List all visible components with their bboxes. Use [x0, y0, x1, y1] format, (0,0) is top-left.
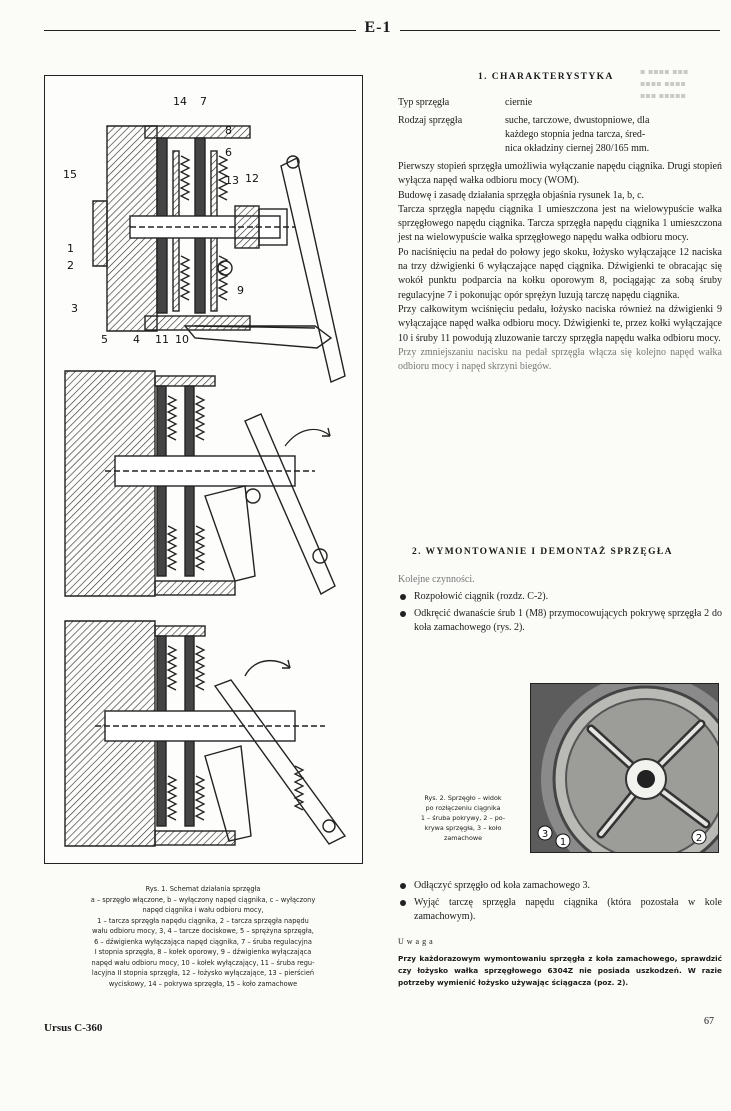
section-code: E-1	[364, 19, 392, 36]
spec-value-type: ciernie	[505, 97, 533, 108]
fig-label-9: 9	[237, 284, 244, 297]
section-1-body: Pierwszy stopień sprzęgła umożliwia wyłą…	[398, 160, 722, 374]
figure-1-caption: Rys. 1. Schemat działania sprzęgła a – s…	[44, 884, 362, 989]
photo-label-2: 2	[696, 833, 702, 844]
fig-label-10: 10	[175, 333, 189, 346]
caption-line: I stopnia sprzęgła, 8 – kołek oporowy, 9…	[94, 948, 312, 956]
bullet-icon	[400, 594, 406, 600]
fig-label-3: 3	[71, 302, 78, 315]
footer-title: Ursus C-360	[44, 1022, 103, 1034]
bullet-icon	[400, 611, 406, 617]
fig-label-1: 1	[67, 242, 74, 255]
caption-line: wyciskowy, 14 – pokrywa sprzęgła, 15 – k…	[108, 979, 298, 988]
fig-label-13: 13	[225, 174, 239, 187]
fig-label-8: 8	[225, 124, 232, 137]
paragraph: Pierwszy stopień sprzęgła umożliwia wyłą…	[398, 161, 722, 187]
drawing-b	[64, 370, 336, 597]
step-text: Rozpołowić ciągnik (rozdz. C-2).	[414, 591, 549, 602]
header-rule-left	[44, 30, 356, 31]
photo-label-1: 1	[560, 837, 566, 848]
paragraph: Budowę i zasadę działania sprzęgła objaś…	[398, 189, 645, 201]
paragraph: Przy całkowitym wciśnięciu pedału, łożys…	[398, 303, 722, 344]
spec-key-kind: Rodzaj sprzęgła	[398, 115, 463, 126]
figure-1-clutch-schematic: 14 7 8 6 15 13 12 1 2 3 5 4 11 10 9	[44, 75, 363, 864]
fig-label-12: 12	[245, 172, 259, 185]
photo-label-3: 3	[542, 829, 548, 840]
caption-line: po rozłączeniu ciągnika	[425, 804, 501, 812]
note-text: Przy każdorazowym wymontowaniu sprzęgła …	[398, 954, 722, 987]
fig-label-2: 2	[67, 259, 74, 272]
bullet-icon	[400, 900, 406, 906]
caption-line: 1 – tarcza sprzęgła napędu ciągnika, 2 –…	[97, 916, 309, 925]
caption-line: wału odbioru mocy, 3, 4 – tarcze docisko…	[92, 927, 314, 935]
caption-line: zamachowe	[443, 834, 483, 842]
caption-line: 1 – śruba pokrywy, 2 – po-	[420, 814, 506, 822]
bleed-through-decoration: ▪ ▪▪▪▪ ▪▪▪▪▪▪▪ ▪▪▪▪▪▪▪ ▪▪▪▪▪	[640, 67, 689, 100]
spec-value-line: każdego stopnia jedna tarcza, śred-	[505, 129, 646, 140]
step-item: Odkręcić dwanaście śrub 1 (M8) przymocow…	[400, 607, 722, 637]
caption-line: a – sprzęgło włączone, b – wyłączony nap…	[90, 895, 316, 904]
step-item: Odłączyć sprzęgło od koła zamachowego 3.	[400, 879, 722, 893]
fig-label-11: 11	[155, 333, 169, 346]
caption-line: napęd wału odbioru mocy, 10 – kołek wyłą…	[91, 958, 315, 967]
section-2-intro: Kolejne czynności.	[398, 574, 475, 585]
spec-key-type: Typ sprzęgła	[398, 97, 450, 108]
fig-label-15: 15	[63, 168, 77, 181]
drawing-a	[92, 125, 346, 383]
figure-2-photo: 3 1 2	[530, 683, 719, 853]
step-text: Odłączyć sprzęgło od koła zamachowego 3.	[414, 880, 591, 891]
page-number: 67	[704, 1016, 714, 1027]
section-2-title: 2. WYMONTOWANIE I DEMONTAŻ SPRZĘGŁA	[412, 547, 673, 557]
figure-2-caption: Rys. 2. Sprzęgło – widok po rozłączeniu …	[398, 793, 528, 843]
caption-line: 6 – dźwigienka wyłączająca napęd ciągnik…	[94, 937, 312, 946]
caption-line: Rys. 1. Schemat działania sprzęgła	[145, 885, 261, 893]
fig-label-4: 4	[133, 333, 140, 346]
bullet-icon	[400, 883, 406, 889]
spec-value-kind: suche, tarczowe, dwustopniowe, dla każde…	[505, 114, 720, 156]
clutch-drawings: 14 7 8 6 15 13 12 1 2 3 5 4 11 10 9	[63, 95, 347, 847]
spec-value-line: suche, tarczowe, dwustopniowe, dla	[505, 115, 650, 126]
header-rule-right	[400, 30, 720, 31]
clutch-photo-illustration: 3 1 2	[531, 684, 718, 852]
step-text: Wyjąć tarczę sprzęgła napędu ciągnika (k…	[414, 897, 722, 923]
fig-label-5: 5	[101, 333, 108, 346]
paragraph: Tarcza sprzęgła napędu ciągnika 1 umiesz…	[398, 203, 722, 244]
fig-label-14: 14	[173, 95, 187, 108]
step-item: Wyjąć tarczę sprzęgła napędu ciągnika (k…	[400, 896, 722, 926]
step-item: Rozpołowić ciągnik (rozdz. C-2).	[400, 590, 722, 604]
fig-label-7: 7	[200, 95, 207, 108]
section-1-title: 1. CHARAKTERYSTYKA	[478, 72, 614, 82]
caption-line: Rys. 2. Sprzęgło – widok	[424, 794, 502, 802]
note-title: Uwaga	[398, 937, 436, 946]
step-text: Odkręcić dwanaście śrub 1 (M8) przymocow…	[414, 608, 722, 634]
fig-label-6: 6	[225, 146, 232, 159]
caption-line: krywa sprzęgła, 3 – koło	[424, 824, 502, 832]
caption-line: napęd ciągnika i wału odbioru mocy,	[142, 906, 264, 914]
paragraph: Po naciśnięciu na pedał do połowy jego s…	[398, 246, 722, 301]
caption-line: lacyjna II stopnia sprzęgła, 12 – łożysk…	[91, 969, 315, 977]
spec-value-line: nica okładziny ciernej 280/165 mm.	[505, 143, 650, 154]
paragraph: Przy zmniejszaniu nacisku na pedał sprzę…	[398, 346, 722, 373]
drawing-c	[64, 620, 347, 847]
